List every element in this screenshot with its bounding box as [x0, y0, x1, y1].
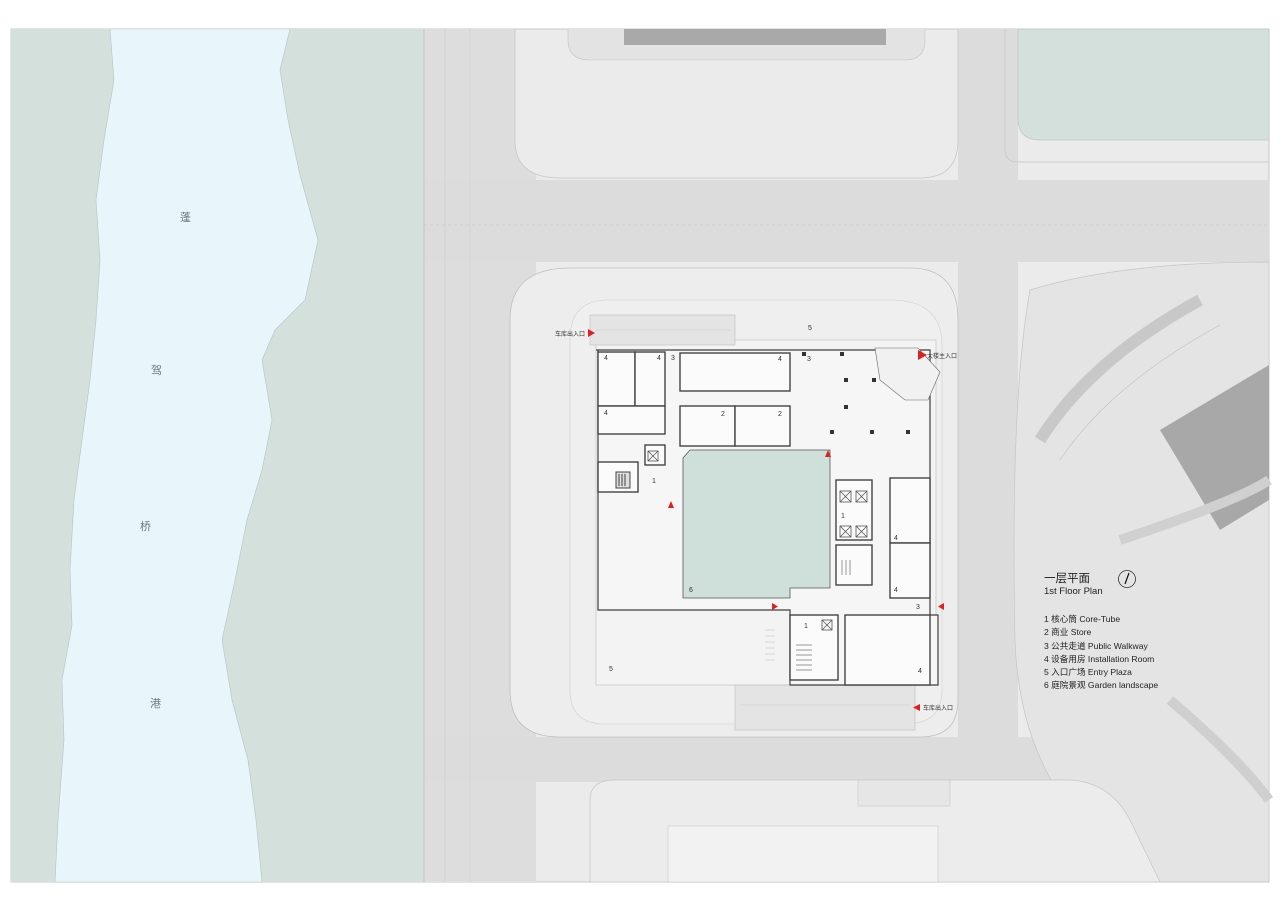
legend-item: 3 公共走道 Public Walkway: [1044, 640, 1148, 651]
building-top: [624, 29, 886, 45]
plan-title-en: 1st Floor Plan: [1044, 586, 1103, 597]
road-horizontal-top: [424, 180, 1269, 262]
ramp-bottom: [734, 684, 916, 731]
river-label-3: 桥: [140, 520, 151, 533]
rooms-top-left: [597, 351, 791, 493]
legend-item: 4 设备用房 Installation Room: [1044, 653, 1155, 664]
block-top-right-green: [1017, 28, 1270, 141]
river-label-1: 蓬: [180, 211, 191, 224]
river-label-2: 驾: [151, 364, 162, 377]
label-core-left: 1: [652, 478, 656, 485]
garage-entrance-top-label: 车库出入口: [555, 330, 585, 338]
legend-item: 5 入口广场 Entry Plaza: [1044, 667, 1132, 678]
label-walkway-right: 3: [916, 604, 920, 611]
label-walkway-top-b: 3: [671, 355, 675, 362]
river: [54, 28, 319, 883]
label-core-right: 1: [841, 513, 845, 520]
label-right-b: 4: [894, 587, 898, 594]
label-store-b: 2: [778, 411, 782, 418]
legend-item: 2 商业 Store: [1044, 627, 1092, 638]
legend: 一层平面 1st Floor Plan 1 核心筒 Core-Tube 2 商业…: [1044, 573, 1158, 690]
garage-entrance-bottom-label: 车库出入口: [923, 704, 953, 712]
road-vertical-right: [958, 29, 1018, 882]
plan-title-cn: 一层平面: [1044, 573, 1090, 585]
label-walkway-top: 3: [807, 356, 811, 363]
label-top-left-c: 4: [604, 410, 608, 417]
label-plaza-top: 5: [808, 325, 812, 332]
legend-item: 1 核心筒 Core-Tube: [1044, 614, 1121, 624]
rooms-right: [789, 477, 931, 686]
north-arrow-icon: [1118, 570, 1136, 588]
legend-list: 1 核心筒 Core-Tube 2 商业 Store 3 公共走道 Public…: [1044, 613, 1244, 693]
entry-marker-icons: [588, 329, 944, 711]
courtyard: [682, 449, 831, 599]
block-top-middle: [514, 28, 959, 179]
label-store-a: 2: [721, 411, 725, 418]
label-right-a: 4: [894, 535, 898, 542]
label-core-bottom: 1: [804, 623, 808, 630]
label-garden: 6: [689, 587, 693, 594]
label-top-left-b: 4: [657, 355, 661, 362]
legend-item: 6 庭院景观 Garden landscape: [1044, 680, 1159, 691]
label-top-mid: 4: [778, 356, 782, 363]
river-label-4: 港: [150, 697, 161, 710]
label-plaza-bottom: 5: [609, 666, 613, 673]
label-bottom-right: 4: [918, 668, 922, 675]
label-top-left-a: 4: [604, 355, 608, 362]
main-entrance-label: 大楼主入口: [927, 352, 957, 360]
